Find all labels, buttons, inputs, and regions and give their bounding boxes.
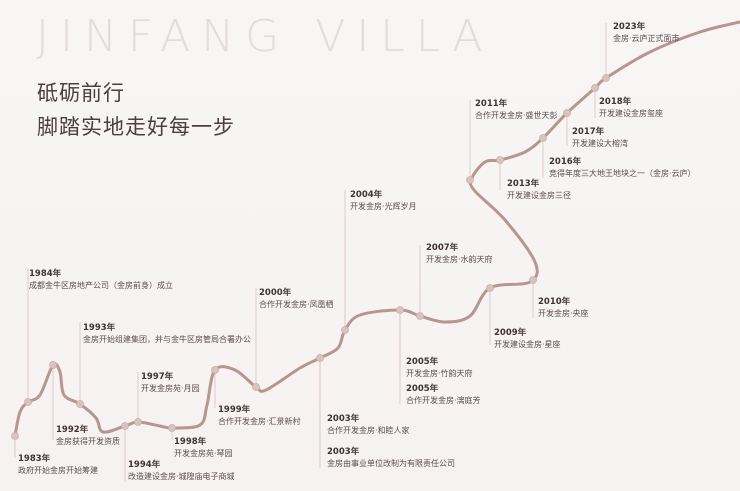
event-year: 2005年: [406, 384, 439, 394]
event-description: 开发建设金房三径: [507, 191, 571, 200]
timeline-event: 2003年金房由事业单位改制为有限责任公司: [327, 446, 455, 470]
event-year: 2004年: [350, 190, 383, 200]
timeline-node: [49, 361, 57, 369]
event-description: 开发金房苑·月园: [141, 384, 200, 393]
timeline-event: 2007年开发金房·水韵天府: [426, 242, 493, 266]
timeline-event: 2010年开发金房·央座: [538, 296, 589, 320]
timeline-node: [496, 156, 504, 164]
event-description: 开发建设金房·星座: [494, 340, 561, 349]
timeline-node: [316, 354, 324, 362]
timeline-event: 1999年合作开发金房·汇景新村: [218, 404, 301, 428]
timeline-event: 2004年开发金房·光辉岁月: [350, 189, 417, 213]
event-description: 开发金房·央座: [538, 309, 589, 318]
event-description: 合作开发金房·凤凰栖: [259, 300, 334, 309]
timeline-event: 1984年成都金牛区房地产公司（金房前身）成立: [29, 268, 173, 292]
event-description: 开发金房·光辉岁月: [350, 202, 417, 211]
event-year: 1994年: [128, 460, 161, 470]
timeline-node: [466, 176, 474, 184]
timeline-node: [416, 312, 424, 320]
event-description: 金房开始组建集团，并与金牛区房管局合署办公: [83, 335, 251, 344]
timeline-event: 2005年开发金房·竹韵天府: [406, 356, 473, 380]
event-description: 合作开发金房·盛世天彭: [475, 111, 558, 120]
event-year: 1992年: [56, 425, 89, 435]
slogan-line-2: 脚踏实地走好每一步: [37, 115, 235, 139]
event-description: 政府开始金房开始筹建: [18, 466, 98, 475]
timeline-node: [486, 284, 494, 292]
event-year: 2016年: [549, 157, 582, 167]
event-year: 2007年: [426, 243, 459, 253]
timeline-node: [121, 422, 129, 430]
event-description: 开发建设大榕湾: [572, 139, 628, 148]
timeline-event: 1993年金房开始组建集团，并与金牛区房管局合署办公: [83, 322, 251, 346]
timeline-event: 2003年合作开发金房·和睦人家: [327, 413, 410, 437]
event-year: 2003年: [327, 447, 360, 457]
timeline-event: 1992年金房获得开发资质: [56, 424, 120, 448]
slogan-line-1: 砥砺前行: [37, 81, 125, 105]
timeline-node: [602, 74, 610, 82]
timeline-path: [13, 20, 740, 438]
event-description: 竞得年度三大地王地块之一（金房·云庐）: [549, 169, 696, 178]
timeline-event: 2013年开发建设金房三径: [507, 178, 571, 202]
timeline-event: 2017年开发建设大榕湾: [572, 126, 628, 150]
timeline-event: 1998年开发金房苑·琴园: [174, 436, 233, 460]
timeline-node: [211, 366, 219, 374]
timeline-event: 2016年竞得年度三大地王地块之一（金房·云庐）: [549, 156, 696, 180]
event-description: 开发建设金房玺座: [599, 109, 663, 118]
event-year: 2013年: [507, 179, 540, 189]
timeline-event: 2005年合作开发金房·漓庭芳: [406, 383, 481, 407]
event-year: 2018年: [599, 97, 632, 107]
event-year: 2010年: [538, 297, 571, 307]
timeline-node: [341, 326, 349, 334]
event-year: 1993年: [83, 323, 116, 333]
event-description: 开发金房·竹韵天府: [406, 369, 473, 378]
event-description: 开发金房·水韵天府: [426, 255, 493, 264]
timeline-event: 2018年开发建设金房玺座: [599, 96, 663, 120]
timeline-node: [11, 432, 19, 440]
event-description: 金房·云庐正式面市: [613, 34, 680, 43]
timeline-node: [24, 398, 32, 406]
timeline-node: [76, 400, 84, 408]
event-year: 2011年: [475, 99, 508, 109]
timeline-event: 2023年金房·云庐正式面市: [613, 21, 680, 45]
timeline-node: [396, 306, 404, 314]
event-year: 1999年: [218, 405, 251, 415]
timeline-node: [252, 383, 260, 391]
timeline-event: 1983年政府开始金房开始筹建: [18, 453, 98, 477]
event-year: 2023年: [613, 22, 646, 32]
event-description: 金房获得开发资质: [56, 437, 120, 446]
event-description: 合作开发金房·和睦人家: [327, 426, 410, 435]
timeline-event: 1994年改造建设金房·城隍庙电子商城: [128, 459, 235, 483]
event-description: 合作开发金房·汇景新村: [218, 417, 301, 426]
timeline-node: [529, 276, 537, 284]
timeline-node: [168, 424, 176, 432]
event-year: 1983年: [18, 454, 51, 464]
event-description: 改造建设金房·城隍庙电子商城: [128, 472, 235, 481]
event-year: 1984年: [29, 269, 62, 279]
event-year: 2003年: [327, 414, 360, 424]
event-year: 1997年: [141, 372, 174, 382]
event-year: 2009年: [494, 328, 527, 338]
event-description: 开发金房苑·琴园: [174, 449, 233, 458]
timeline-event: 2000年合作开发金房·凤凰栖: [259, 287, 334, 311]
timeline-event: 2011年合作开发金房·盛世天彭: [475, 98, 558, 122]
event-year: 2005年: [406, 357, 439, 367]
timeline-node: [563, 109, 571, 117]
timeline-node: [591, 84, 599, 92]
timeline-node: [539, 134, 547, 142]
event-year: 2000年: [259, 288, 292, 298]
brand-watermark: JINFANG VILLA: [36, 11, 494, 62]
event-year: 2017年: [572, 127, 605, 137]
timeline-event: 2009年开发建设金房·星座: [494, 327, 561, 351]
event-description: 合作开发金房·漓庭芳: [406, 396, 481, 405]
timeline-node: [134, 418, 142, 426]
event-year: 1998年: [174, 437, 207, 447]
event-description: 金房由事业单位改制为有限责任公司: [327, 459, 455, 468]
timeline-event: 1997年开发金房苑·月园: [141, 371, 200, 395]
event-description: 成都金牛区房地产公司（金房前身）成立: [29, 281, 173, 290]
